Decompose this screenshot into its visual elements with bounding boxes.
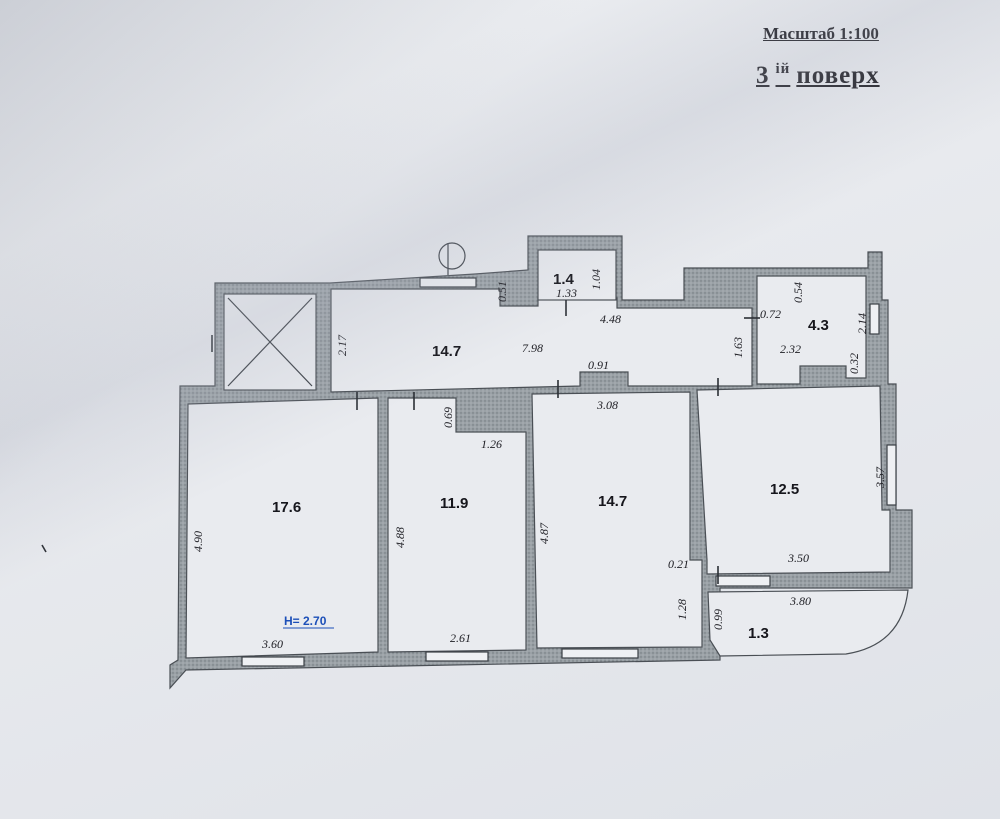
dim-2-17: 2.17 <box>335 334 349 356</box>
area-bedroom-center: 14.7 <box>598 493 627 510</box>
dim-4-87: 4.87 <box>537 522 551 544</box>
dim-0-99: 0.99 <box>711 609 725 630</box>
area-bedroom-left: 17.6 <box>272 499 301 516</box>
floor-title: 3 ій поверх <box>756 61 880 90</box>
area-bedroom-right: 12.5 <box>770 481 799 498</box>
dim-7-98: 7.98 <box>522 341 543 355</box>
floor-suffix: ій <box>775 61 791 77</box>
dim-1-28: 1.28 <box>675 599 689 620</box>
window-bottom-left <box>241 656 305 667</box>
dim-3-08: 3.08 <box>596 398 618 412</box>
dim-3-80: 3.80 <box>789 594 811 608</box>
area-pantry: 1.4 <box>553 271 575 288</box>
ceiling-height-label: H= 2.70 <box>284 614 327 628</box>
dim-1-33: 1.33 <box>556 286 577 300</box>
dim-0-54: 0.54 <box>791 282 805 303</box>
area-balcony: 1.3 <box>748 625 769 642</box>
dim-2-14: 2.14 <box>855 313 869 334</box>
dim-2-32: 2.32 <box>780 342 801 356</box>
door-marks <box>41 300 760 584</box>
dim-3-57: 3.57 <box>873 466 887 489</box>
shaft-cross <box>227 297 313 387</box>
dim-3-50: 3.50 <box>787 551 809 565</box>
dim-4-88: 4.88 <box>393 527 407 548</box>
window-balcony <box>715 575 771 587</box>
floor-number: 3 <box>756 62 770 89</box>
bedroom-center-floor <box>531 391 703 649</box>
area-bathroom: 4.3 <box>808 317 829 334</box>
bedroom-right-floor <box>696 385 891 575</box>
window-bottom-center <box>561 648 639 659</box>
area-bedroom-mid: 11.9 <box>440 495 468 512</box>
dim-0-51: 0.51 <box>495 281 509 302</box>
scale-label: Масштаб 1:100 <box>763 24 879 43</box>
bedroom-left-floor <box>185 397 379 659</box>
dim-0-72: 0.72 <box>760 307 781 321</box>
dim-4-48: 4.48 <box>600 312 621 326</box>
bathroom-floor <box>756 275 867 385</box>
dim-0-69: 0.69 <box>441 407 455 428</box>
dim-0-91: 0.91 <box>588 358 609 372</box>
dim-1-63: 1.63 <box>731 337 745 358</box>
bedroom-mid-floor <box>387 397 527 653</box>
window-bathroom <box>869 303 880 335</box>
window-bottom-mid <box>425 651 489 662</box>
dim-0-21: 0.21 <box>668 557 689 571</box>
floor-word: поверх <box>796 62 880 89</box>
window-top-corridor <box>419 277 477 288</box>
area-corridor: 14.7 <box>432 343 461 360</box>
dim-0-32: 0.32 <box>847 353 861 374</box>
dim-2-61: 2.61 <box>450 631 471 645</box>
dim-3-60: 3.60 <box>261 637 283 651</box>
pantry-floor <box>537 249 617 301</box>
dim-1-04: 1.04 <box>589 269 603 290</box>
dim-4-90: 4.90 <box>191 531 205 552</box>
window-right <box>886 444 897 506</box>
windows <box>241 277 897 667</box>
compass-icon <box>438 242 466 275</box>
dim-1-26: 1.26 <box>481 437 502 451</box>
corridor-floor <box>330 288 753 393</box>
balcony-floor <box>707 589 909 657</box>
